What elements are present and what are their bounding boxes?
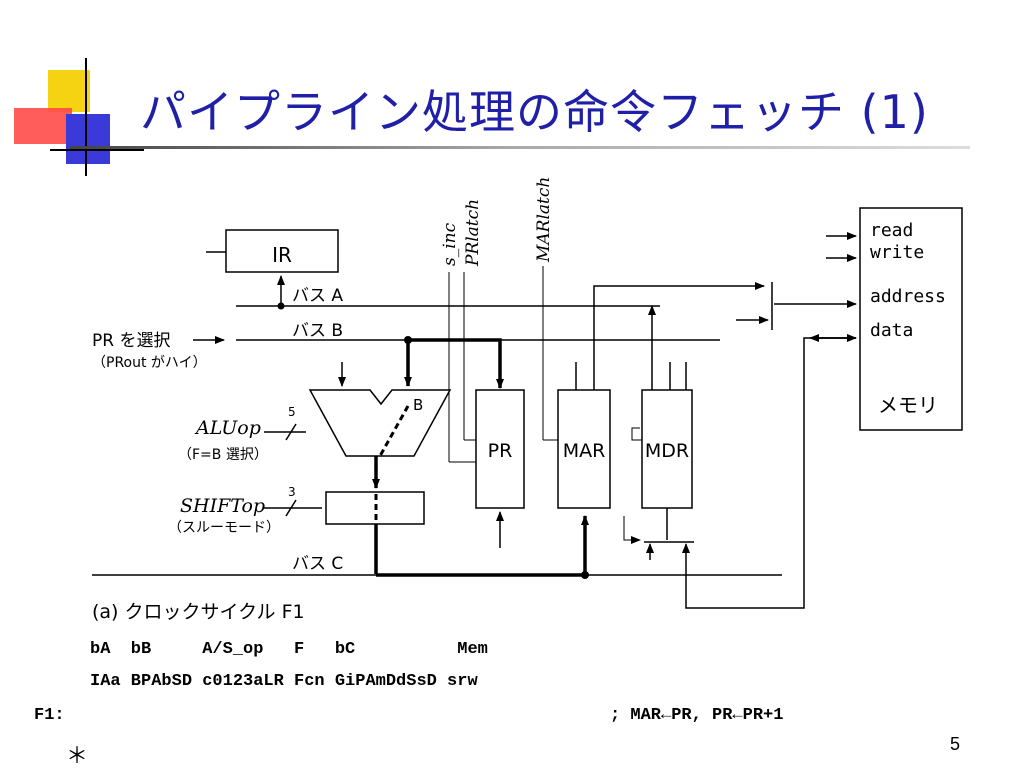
s-inc-label: s_inc: [440, 222, 460, 266]
mdr-label: MDR: [645, 440, 689, 462]
page-number: 5: [950, 734, 961, 754]
bus-a-label: バス A: [292, 286, 343, 306]
shift-op-width: 3: [288, 485, 296, 499]
alu-b-port: B: [413, 396, 423, 414]
pr-label: PR: [488, 440, 513, 462]
code-fields: IAa BPAbSD c0123aLR Fcn GiPAmDdSsD srw: [90, 672, 478, 691]
mdr-register: [641, 389, 693, 509]
alu-op-label: ALUop: [194, 417, 261, 439]
prlatch-label: PRlatch: [463, 199, 483, 267]
code-row-label: F1:: [34, 706, 65, 725]
pr-select-label: PR を選択: [92, 331, 170, 351]
memory-write: write: [870, 242, 924, 263]
title-underline: [70, 146, 970, 149]
pr-register: [475, 389, 525, 509]
pr-select-note: （PRout がハイ）: [92, 355, 207, 371]
diagram-caption: (a) クロックサイクル F1: [92, 601, 305, 623]
memory-label: メモリ: [878, 393, 938, 417]
mar-register: [557, 389, 611, 509]
mar-label: MAR: [563, 440, 606, 462]
shift-note: （スルーモード）: [168, 520, 280, 536]
memory-block: [859, 207, 963, 431]
ir-label: IR: [272, 243, 292, 267]
bus-b-label: バス B: [292, 321, 343, 341]
code-comment: ; MAR←PR, PR←PR+1: [610, 706, 784, 725]
memory-read: read: [870, 220, 913, 241]
shift-op-label: SHIFTop: [180, 495, 265, 517]
alu-op-width: 5: [288, 405, 296, 419]
marlatch-label: MARlatch: [534, 177, 554, 263]
asterisk-marker: ＊: [66, 744, 89, 769]
alu-note: （F=B 選択）: [178, 447, 268, 463]
memory-data: data: [870, 320, 913, 341]
ir-register: [225, 229, 339, 273]
code-header: bA bB A/S_op F bC Mem: [90, 640, 488, 659]
memory-address: address: [870, 286, 946, 307]
slide-logo: [14, 58, 144, 178]
bus-c-label: バス C: [292, 554, 343, 574]
slide-title: パイプライン処理の命令フェッチ (1): [140, 85, 929, 139]
alu-block: [308, 389, 452, 457]
